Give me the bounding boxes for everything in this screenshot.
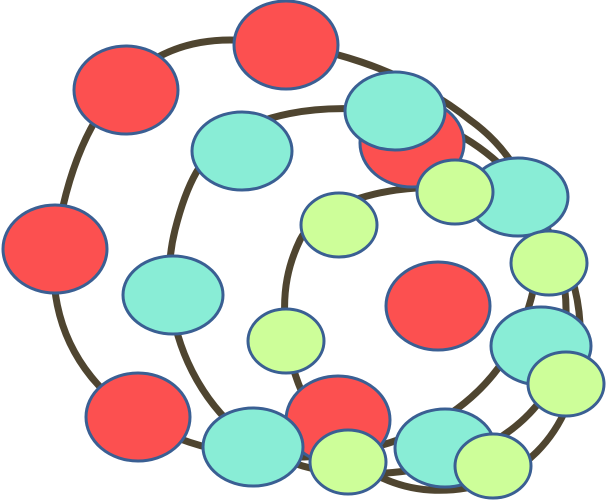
green-node	[415, 158, 495, 226]
green-node	[246, 307, 326, 375]
red-node	[232, 0, 340, 91]
red-node	[72, 44, 180, 136]
red-node	[1, 203, 109, 295]
teal-node	[201, 406, 305, 488]
red-node	[384, 260, 492, 352]
teal-node	[121, 254, 225, 336]
green-node	[308, 428, 388, 496]
green-node	[453, 432, 533, 500]
teal-node	[190, 110, 294, 192]
green-node	[509, 229, 589, 297]
teal-node	[343, 70, 447, 152]
red-node	[84, 371, 192, 463]
green-node	[526, 350, 606, 418]
green-node	[299, 191, 379, 259]
